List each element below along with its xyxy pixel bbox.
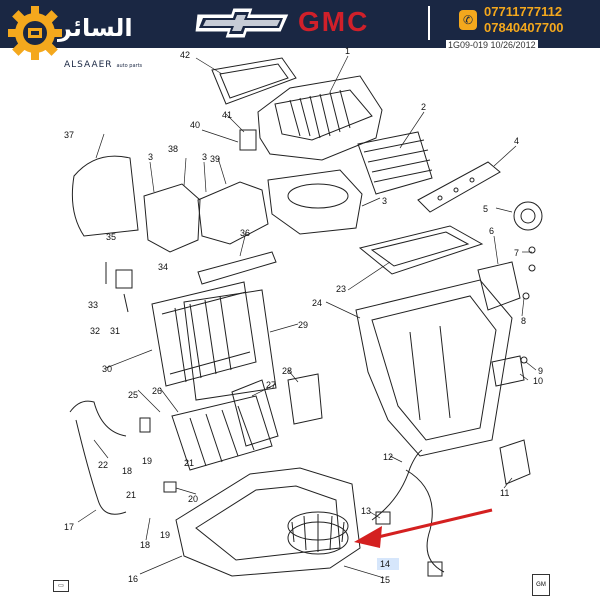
part-fitting-34	[115, 269, 133, 289]
phone-icon: ✆	[459, 10, 477, 30]
callout-39: 39	[210, 154, 220, 164]
part-harness	[405, 469, 445, 573]
header-divider	[428, 6, 430, 40]
callout-15: 15	[380, 575, 390, 585]
callout-16: 16	[128, 574, 138, 584]
callout-22: 22	[98, 460, 108, 470]
chevrolet-bowtie-icon	[195, 8, 290, 38]
callout-30: 30	[102, 364, 112, 374]
phone-number-1: 07711777112	[484, 4, 563, 19]
callout-36: 36	[240, 228, 250, 238]
part-blower-upper	[267, 169, 363, 235]
callout-2: 2	[421, 102, 426, 112]
part-fitting-21	[163, 481, 177, 493]
callout-38: 38	[168, 144, 178, 154]
callout-27: 27	[266, 380, 276, 390]
part-upper-housing	[257, 75, 383, 161]
callout-28: 28	[282, 366, 292, 376]
part-screw-7	[528, 246, 536, 254]
callout-35: 35	[106, 232, 116, 242]
callout-26: 26	[152, 386, 162, 396]
highlight-arrow	[354, 508, 493, 548]
callout-3: 3	[382, 196, 387, 206]
part-heater-core	[151, 281, 257, 387]
callout-13: 13	[361, 506, 371, 516]
callout-19: 19	[160, 530, 170, 540]
part-gasket-37	[71, 155, 139, 237]
part-hose-17	[75, 419, 127, 515]
part-main-case	[355, 279, 513, 457]
callout-31: 31	[110, 326, 120, 336]
footer-mark-left: ▭	[53, 580, 69, 592]
callout-17: 17	[64, 522, 74, 532]
callout-23: 23	[336, 284, 346, 294]
part-actuator-6	[477, 261, 521, 311]
callout-21: 21	[184, 458, 194, 468]
leader-lines	[77, 55, 537, 579]
gmc-logo: GMC	[298, 6, 370, 37]
callout-18: 18	[122, 466, 132, 476]
callout-7: 7	[514, 248, 519, 258]
part-28	[287, 373, 323, 425]
highlight-14	[377, 558, 399, 570]
callout-4: 4	[514, 136, 519, 146]
gm-logo-icon: GM	[532, 574, 550, 596]
part-screw-8	[522, 292, 530, 300]
part-seal-29	[183, 289, 277, 401]
part-duct-39	[197, 181, 269, 245]
part-actuator-41	[239, 129, 257, 151]
part-blower-motor	[287, 511, 349, 555]
part-evaporator	[171, 395, 273, 471]
callout-1: 1	[345, 46, 350, 56]
part-harness-12	[371, 449, 423, 521]
part-lower-case	[175, 467, 361, 577]
callout-20: 20	[188, 494, 198, 504]
callout-19: 19	[142, 456, 152, 466]
callout-18: 18	[140, 540, 150, 550]
callout-29: 29	[298, 320, 308, 330]
callout-12: 12	[383, 452, 393, 462]
gear-icon	[8, 6, 62, 60]
callout-6: 6	[489, 226, 494, 236]
callout-37: 37	[64, 130, 74, 140]
part-fitting-18	[139, 417, 151, 433]
part-screw-9	[520, 356, 528, 364]
part-gasket-frame-23	[358, 225, 484, 275]
part-frame-top	[211, 57, 297, 105]
callout-3: 3	[148, 152, 153, 162]
callout-21: 21	[126, 490, 136, 500]
part-13	[375, 511, 391, 525]
part-strip-4	[417, 161, 501, 213]
callout-25: 25	[128, 390, 138, 400]
callout-5: 5	[483, 204, 488, 214]
part-hose-22	[69, 400, 127, 437]
callout-9: 9	[538, 366, 543, 376]
part-27	[231, 379, 279, 447]
callout-14: 14	[380, 559, 390, 569]
callout-24: 24	[312, 298, 322, 308]
diagram-reference: 1G09-019 10/26/2012	[446, 40, 538, 50]
part-duct-38	[143, 183, 201, 253]
callout-33: 33	[88, 300, 98, 310]
part-11	[499, 439, 531, 485]
callout-11: 11	[500, 488, 509, 498]
brand-name-arabic: السائر	[58, 14, 133, 42]
callout-41: 41	[222, 110, 232, 120]
part-cabin-filter	[357, 131, 433, 195]
part-motor-5	[513, 201, 543, 231]
part-seal-36	[197, 251, 277, 285]
callout-32: 32	[90, 326, 100, 336]
brand-name-english: ALSAAER auto parts	[64, 60, 143, 70]
callout-10: 10	[533, 376, 543, 386]
phone-number-2: 07840407700	[484, 20, 564, 35]
callout-42: 42	[180, 50, 190, 60]
callout-8: 8	[521, 316, 526, 326]
callout-34: 34	[158, 262, 168, 272]
callout-40: 40	[190, 120, 200, 130]
callout-3: 3	[202, 152, 207, 162]
part-10	[491, 355, 525, 387]
